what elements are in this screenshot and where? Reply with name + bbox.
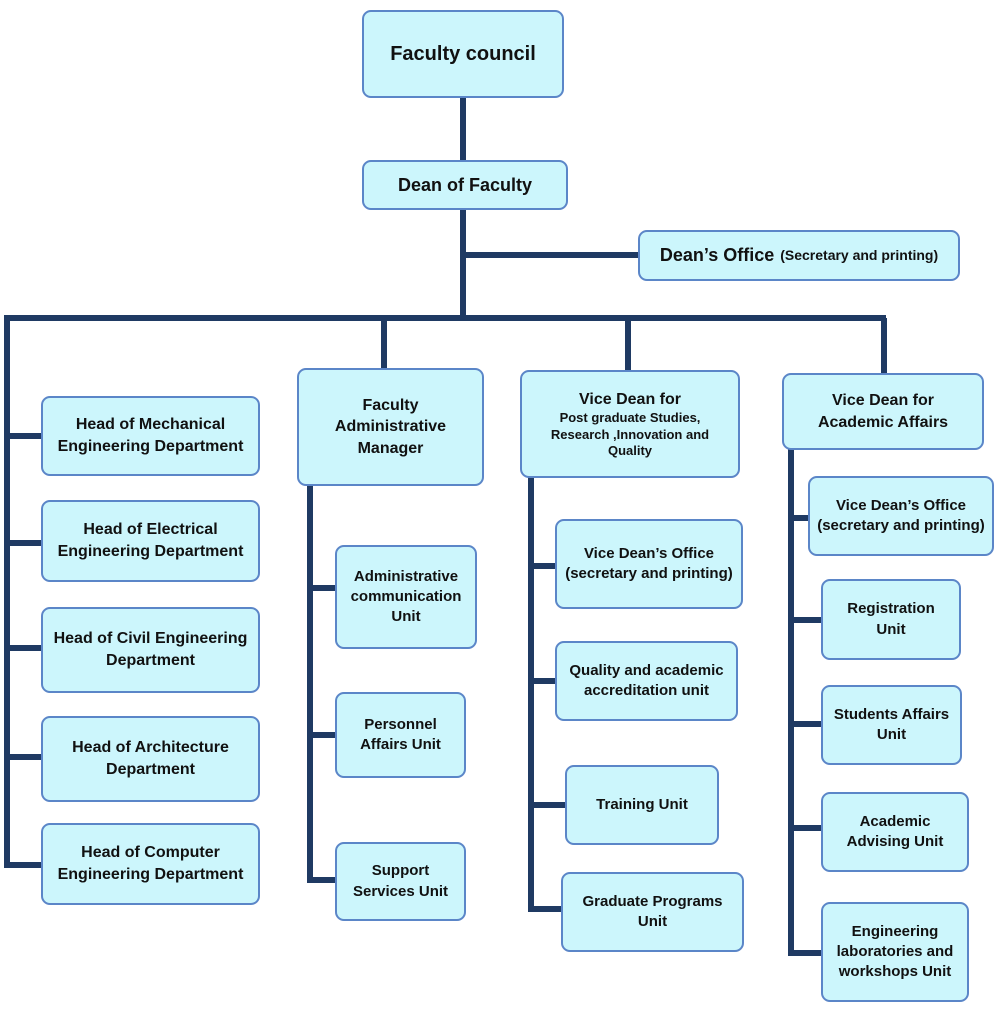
vice-dean-academic-box: Vice Dean for Academic Affairs xyxy=(782,373,984,450)
department-label-line: Engineering Department xyxy=(57,866,244,883)
graduate-programs-unit-box: Graduate Programs Unit xyxy=(561,872,744,952)
admin-title-line: Faculty xyxy=(362,396,419,414)
vice-dean-postgrad-box: Vice Dean for Post graduate Studies, Res… xyxy=(520,370,740,478)
unit-label-line: laboratories and xyxy=(836,942,954,960)
unit-label-line: Advising Unit xyxy=(846,833,944,850)
faculty-admin-manager-box: Faculty Administrative Manager xyxy=(297,368,484,486)
unit-label-line: Services Unit xyxy=(352,882,449,900)
unit-label-line: Unit xyxy=(876,620,906,638)
unit-label-line: Unit xyxy=(391,608,421,626)
department-box-civil: Head of Civil Engineering Department xyxy=(41,607,260,693)
support-services-unit-box: Support Services Unit xyxy=(335,842,466,921)
unit-label-line: Support xyxy=(371,862,430,880)
unit-label-line: Unit xyxy=(876,726,907,743)
department-box-mechanical: Head of Mechanical Engineering Departmen… xyxy=(41,396,260,476)
unit-label-line: (secretary and printing) xyxy=(565,565,733,582)
unit-label-line: Personnel xyxy=(364,715,437,733)
dean-of-faculty-box: Dean of Faculty xyxy=(362,160,568,210)
unit-label-line: Unit xyxy=(637,913,668,930)
unit-label-line: Vice Dean’s Office xyxy=(835,496,967,514)
vice-dean-academic-title-line: Academic Affairs xyxy=(817,413,949,431)
academic-vice-deans-office-box: Vice Dean’s Office (secretary and printi… xyxy=(808,476,994,556)
unit-label-line: workshops Unit xyxy=(838,963,952,981)
unit-label-line: Registration xyxy=(847,600,935,618)
unit-label-line: Training Unit xyxy=(596,795,688,813)
department-label-line: Department xyxy=(106,652,195,669)
quality-accreditation-unit-box: Quality and academic accreditation unit xyxy=(555,641,738,721)
department-box-architecture: Head of Architecture Department xyxy=(41,716,260,802)
unit-label-line: communication xyxy=(350,587,462,605)
department-box-electrical: Head of Electrical Engineering Departmen… xyxy=(41,500,260,582)
department-box-computer: Head of Computer Engineering Department xyxy=(41,823,260,905)
unit-label-line: Vice Dean’s Office xyxy=(583,544,715,562)
department-label-line: Engineering Department xyxy=(57,438,244,455)
department-label-line: Engineering Department xyxy=(57,543,244,560)
vice-dean-postgrad-subtitle-line: Post graduate Studies, xyxy=(559,410,701,426)
department-label-line: Department xyxy=(106,761,195,778)
academic-advising-unit-box: Academic Advising Unit xyxy=(821,792,969,872)
department-label-line: Head of Computer xyxy=(81,844,220,862)
engineering-labs-workshops-unit-box: Engineering laboratories and workshops U… xyxy=(821,902,969,1002)
dean-of-faculty-label: Dean of Faculty xyxy=(397,174,533,195)
personnel-affairs-unit-box: Personnel Affairs Unit xyxy=(335,692,466,778)
department-label-line: Head of Mechanical xyxy=(75,416,226,434)
faculty-council-box: Faculty council xyxy=(362,10,564,98)
vice-dean-postgrad-subtitle-line: Quality xyxy=(607,442,653,458)
unit-label-line: accreditation unit xyxy=(583,682,710,699)
vice-dean-postgrad-subtitle-line: Research ,Innovation and xyxy=(550,426,710,442)
admin-title-line: Manager xyxy=(357,439,424,457)
department-label-line: Head of Architecture xyxy=(72,739,229,757)
deans-office-detail: (Secretary and printing) xyxy=(780,247,939,264)
unit-label-line: Affairs Unit xyxy=(360,736,441,753)
faculty-council-label: Faculty council xyxy=(390,42,536,65)
registration-unit-box: Registration Unit xyxy=(821,579,961,660)
unit-label-line: Graduate Programs xyxy=(582,892,723,910)
deans-office-title: Dean’s Office xyxy=(659,245,775,266)
unit-label-line: Quality and academic xyxy=(569,661,724,679)
unit-label-line: Students Affairs xyxy=(833,705,950,723)
unit-label-line: (secretary and printing) xyxy=(817,517,985,534)
unit-label-line: Engineering xyxy=(851,922,939,940)
admin-title-line: Administrative xyxy=(334,418,447,436)
students-affairs-unit-box: Students Affairs Unit xyxy=(821,685,962,765)
deans-office-box: Dean’s Office (Secretary and printing) xyxy=(638,230,960,281)
training-unit-box: Training Unit xyxy=(565,765,719,845)
vice-dean-postgrad-title: Vice Dean for xyxy=(579,390,681,408)
postgrad-vice-deans-office-box: Vice Dean’s Office (secretary and printi… xyxy=(555,519,743,609)
department-label-line: Head of Electrical xyxy=(83,521,218,539)
unit-label-line: Administrative xyxy=(353,567,459,585)
vice-dean-academic-title-line: Vice Dean for xyxy=(832,391,934,409)
admin-communication-unit-box: Administrative communication Unit xyxy=(335,545,477,649)
department-label-line: Head of Civil Engineering xyxy=(53,630,248,648)
unit-label-line: Academic xyxy=(859,812,931,830)
